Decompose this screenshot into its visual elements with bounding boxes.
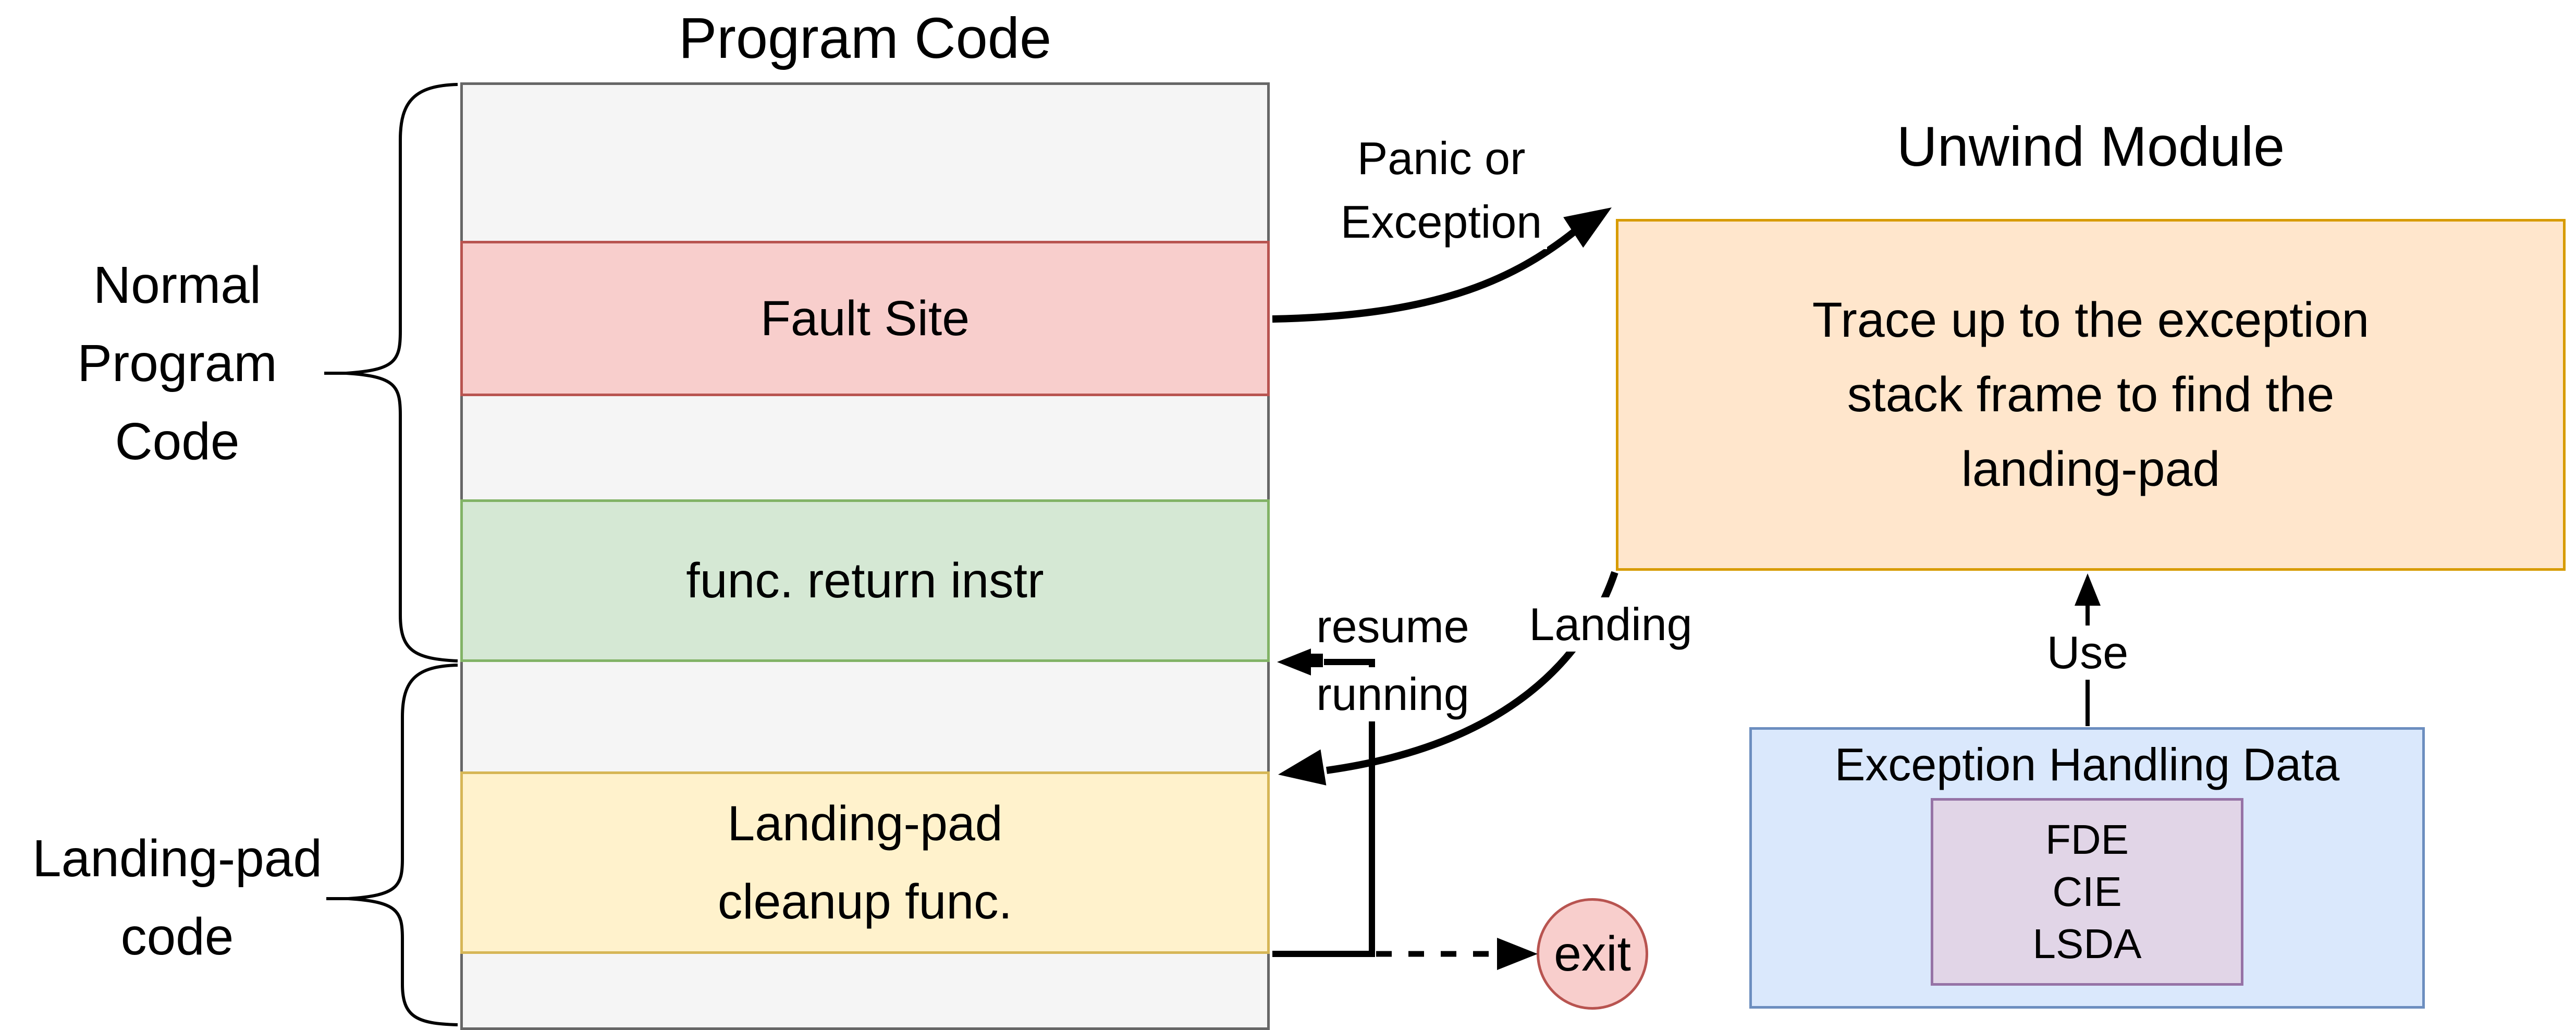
landing-pad-cleanup-block: Landing-pad cleanup func. [460, 771, 1270, 954]
resume-running-label: resume running [1278, 599, 1507, 721]
unwind-module-title: Unwind Module [1896, 115, 2285, 178]
landing-arrowhead [1278, 749, 1327, 786]
unwind-module-box: Trace up to the exception stack frame to… [1616, 219, 2566, 571]
fde-cie-lsda-box: FDE CIE LSDA [1931, 798, 2243, 986]
landing-pad-cleanup-label: Landing-pad cleanup func. [717, 796, 1013, 929]
lsda-item: LSDA [2032, 921, 2142, 967]
resume-running-arrowhead [1277, 644, 1323, 680]
exit-arrowhead [1497, 938, 1538, 970]
exit-node: exit [1537, 898, 1648, 1010]
landing-arrow [1326, 571, 1618, 774]
use-label: Use [2009, 626, 2166, 680]
panic-or-exception-label: Panic or Exception [1267, 131, 1616, 249]
landing-pad-brace [348, 664, 458, 1026]
fault-site-block: Fault Site [460, 241, 1270, 396]
normal-program-code-label: Normal Program Code [77, 256, 277, 471]
func-return-label: func. return instr [686, 553, 1044, 608]
func-return-block: func. return instr [460, 499, 1270, 662]
panic-exception-arrowhead [1563, 207, 1612, 248]
fault-site-label: Fault Site [760, 291, 970, 346]
unwind-module-text: Trace up to the exception stack frame to… [1812, 292, 2370, 497]
exception-handling-data-title: Exception Handling Data [1834, 739, 2340, 790]
normal-code-brace [346, 83, 458, 663]
use-arrowhead [2075, 573, 2101, 606]
exit-label: exit [1554, 926, 1631, 982]
program-code-column: Fault Site func. return instr Landing-pa… [460, 82, 1270, 1030]
panic-exception-arrow [1272, 228, 1578, 323]
landing-pad-code-label: Landing-pad code [32, 829, 323, 966]
resume-running-path [1272, 659, 1375, 957]
fde-item: FDE [2045, 816, 2129, 863]
program-code-title: Program Code [678, 6, 1052, 70]
cie-item: CIE [2052, 868, 2122, 915]
landing-label: Landing [1506, 597, 1715, 652]
exception-handling-data-box: Exception Handling Data FDE CIE LSDA [1749, 727, 2425, 1009]
